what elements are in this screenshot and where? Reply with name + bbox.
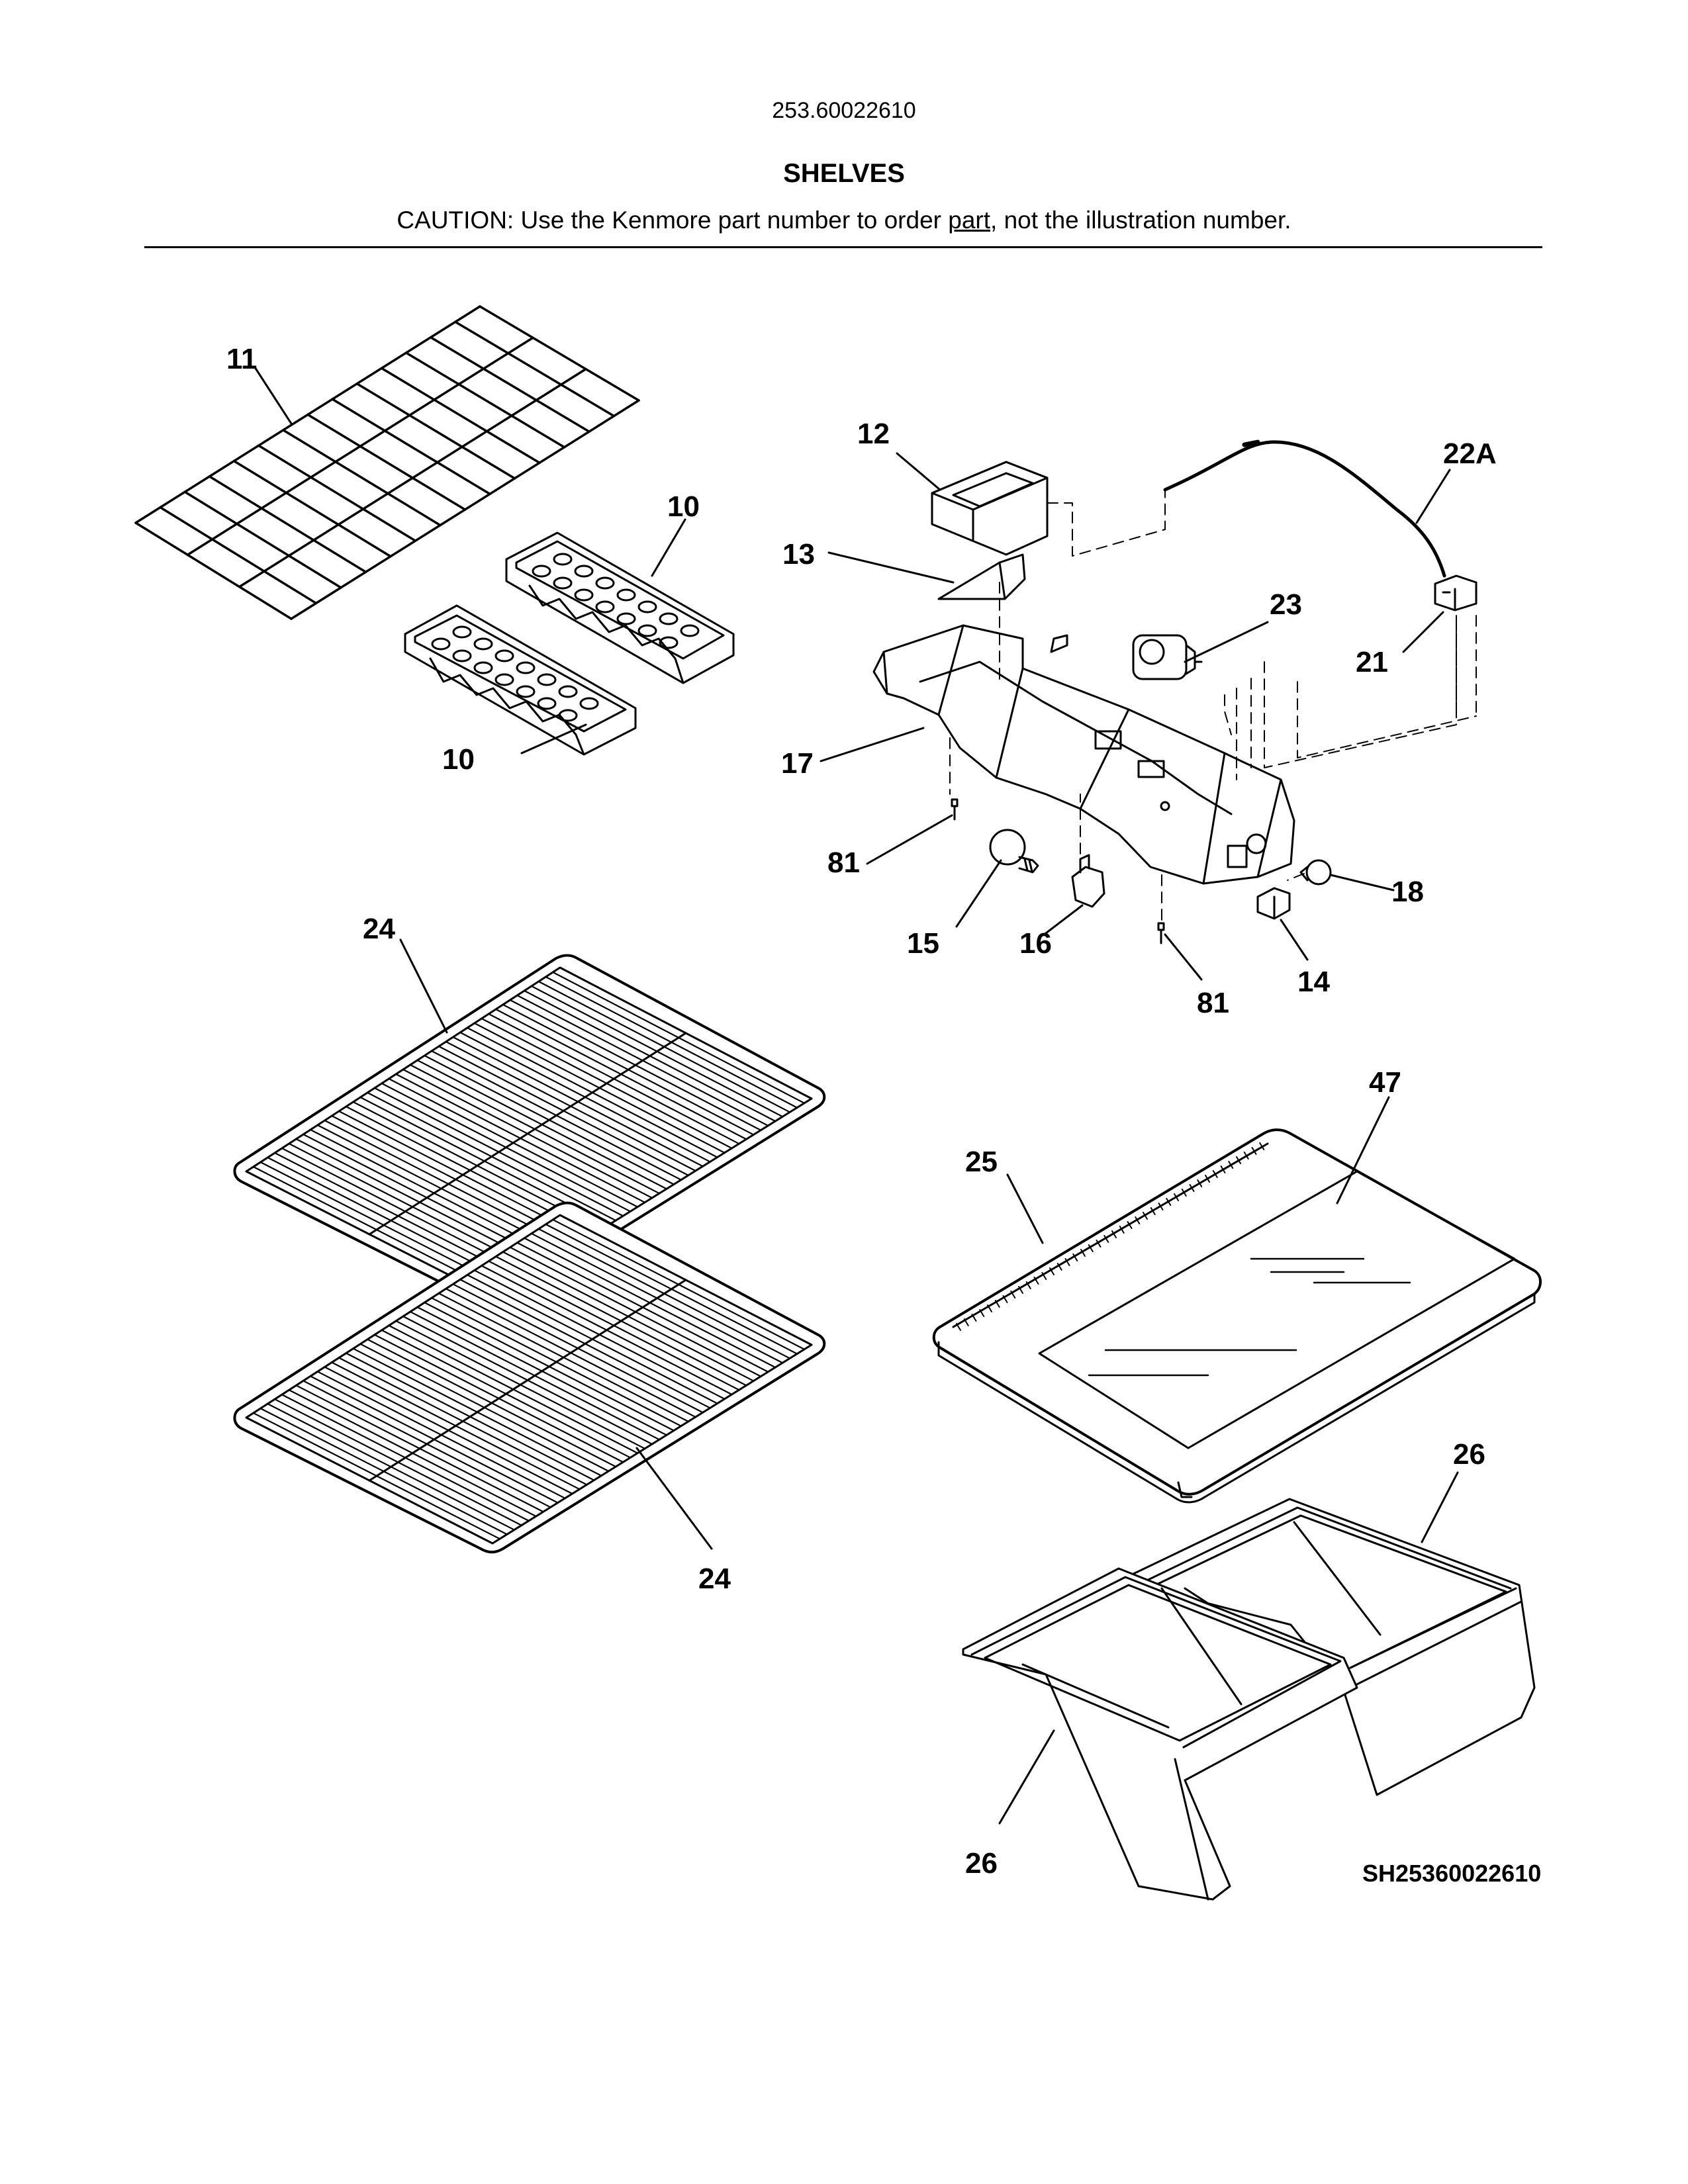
callout-11: 11 <box>226 343 258 375</box>
screw-upper <box>951 798 959 821</box>
freezer-wire-shelf <box>134 305 640 620</box>
light-bulb <box>989 829 1039 874</box>
callout-labels: 11 10 10 12 13 22A 23 21 17 81 81 18 15 … <box>226 343 1497 1880</box>
header-rule <box>144 246 1542 248</box>
diagram-code: SH25360022610 <box>1362 1860 1542 1887</box>
light-socket <box>1071 854 1105 908</box>
ice-tray-lower <box>404 604 637 756</box>
light-shield <box>931 461 1049 556</box>
callout-16: 16 <box>1019 927 1052 960</box>
callout-10-lower: 10 <box>442 743 475 776</box>
callout-10-upper: 10 <box>667 490 700 523</box>
light-switch-connector <box>1434 574 1477 612</box>
callout-24-upper: 24 <box>363 913 395 945</box>
callout-26-right: 26 <box>1453 1438 1485 1471</box>
crisper-cover-frame <box>932 1128 1542 1504</box>
callout-81-lower: 81 <box>1197 987 1229 1019</box>
callout-21: 21 <box>1356 646 1388 678</box>
assembly-guide-lines <box>949 489 1477 921</box>
callout-81-upper: 81 <box>827 846 860 879</box>
callout-13: 13 <box>782 538 815 570</box>
screw-lower <box>1157 922 1165 944</box>
callout-26-left: 26 <box>965 1847 998 1880</box>
caution-note: CAUTION: Use the Kenmore part number to … <box>0 206 1688 234</box>
callout-47: 47 <box>1369 1066 1401 1099</box>
model-number: 253.60022610 <box>772 98 916 123</box>
control-knob <box>1299 859 1332 886</box>
fresh-food-wire-shelf-upper <box>233 954 826 1308</box>
callout-18: 18 <box>1391 876 1424 908</box>
section-title: SHELVES <box>783 159 905 188</box>
light-cover <box>937 553 1026 600</box>
leader-lines <box>254 366 1459 1825</box>
caution-part-link: part <box>948 206 991 234</box>
wire-harness <box>1163 439 1446 578</box>
callout-25: 25 <box>965 1146 998 1178</box>
caution-prefix: CAUTION: Use the Kenmore part number to … <box>397 206 949 234</box>
caution-suffix: , not the illustration number. <box>990 206 1291 234</box>
callout-14: 14 <box>1297 966 1330 998</box>
rocker-switch <box>1256 887 1291 920</box>
callout-17: 17 <box>781 747 814 780</box>
ice-tray-upper <box>505 531 735 684</box>
defrost-timer <box>1132 634 1203 680</box>
callout-22a: 22A <box>1443 437 1497 470</box>
crisper-cover-glass <box>1088 1257 1411 1377</box>
crisper-pan-left <box>962 1567 1358 1901</box>
callout-12: 12 <box>857 418 890 450</box>
fresh-food-wire-shelf-lower <box>233 1201 826 1554</box>
control-housing <box>872 624 1295 885</box>
callout-24-lower: 24 <box>698 1563 731 1595</box>
callout-15: 15 <box>907 927 939 960</box>
callout-23: 23 <box>1270 588 1302 621</box>
